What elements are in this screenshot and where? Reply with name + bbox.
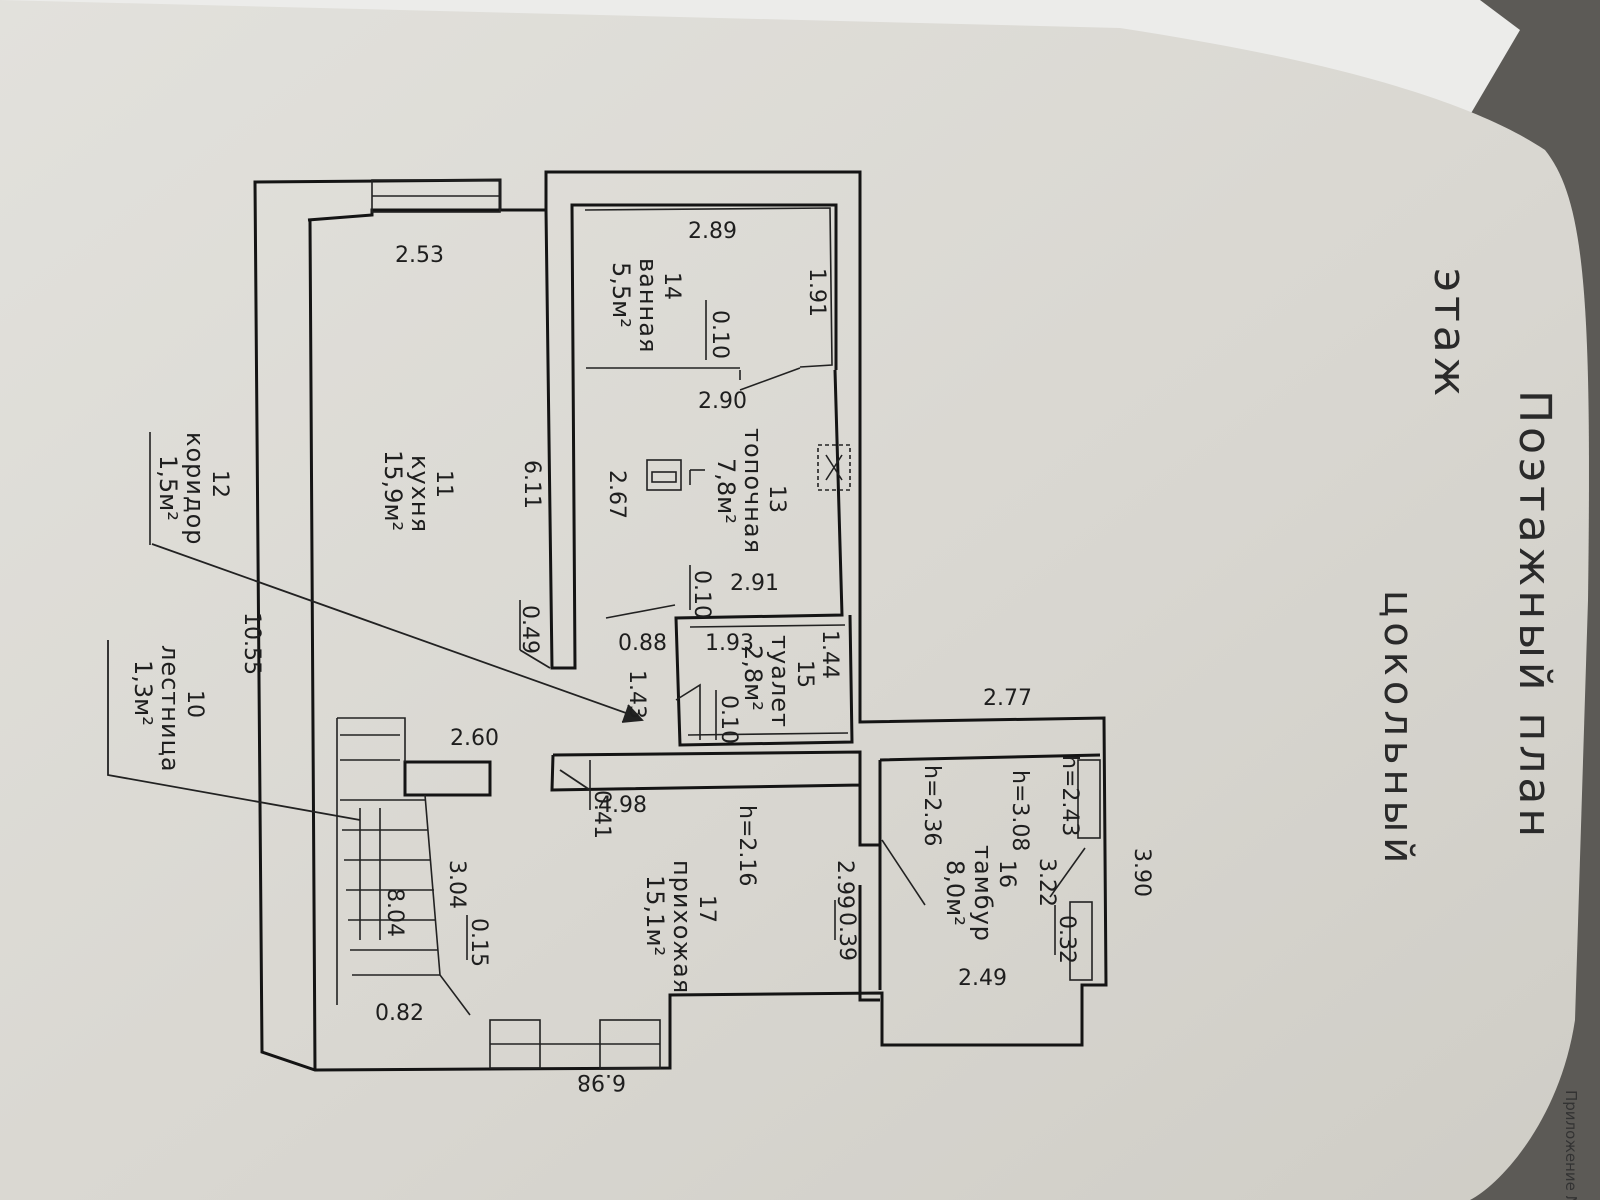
dim-2-91: 2.91 bbox=[730, 571, 779, 596]
door-vestibule bbox=[881, 839, 1086, 906]
dim-3-22: 3.22 bbox=[1034, 858, 1059, 907]
room-11-name: кухня bbox=[406, 455, 434, 533]
room-14-area: 5,5м² bbox=[607, 262, 635, 328]
dim-2-89: 2.89 bbox=[688, 219, 737, 244]
dim-h-3-08: h=3.08 bbox=[1007, 770, 1032, 851]
door-bathroom bbox=[739, 367, 801, 391]
room-labels: 10 лестница 1,3м² 11 кухня 15,9м² 12 кор… bbox=[129, 258, 1019, 994]
dim-10-55: 10.55 bbox=[239, 612, 264, 675]
room-16-name: тамбур bbox=[969, 845, 997, 942]
appendix-label: Приложение № bbox=[1562, 1090, 1580, 1200]
room-16-area: 8,0м² bbox=[941, 860, 969, 926]
room-17-area: 15,1м² bbox=[641, 875, 669, 956]
dim-h-2-43: h=2.43 bbox=[1057, 755, 1082, 836]
dim-3-04: 3.04 bbox=[444, 860, 469, 909]
dim-0-41: 0.41 bbox=[589, 790, 614, 839]
dim-1-44: 1.44 bbox=[817, 630, 842, 679]
stair-wall bbox=[403, 760, 492, 797]
dim-0-32: 0.32 bbox=[1054, 915, 1079, 964]
leader-kitchen-tick bbox=[519, 649, 551, 669]
room-14-name: ванная bbox=[634, 258, 662, 353]
partition-wall-toilet bbox=[674, 369, 854, 747]
boiler-box-icon bbox=[817, 444, 851, 491]
room-17-number: 17 bbox=[694, 895, 719, 923]
dim-6-11: 6.11 bbox=[519, 460, 544, 509]
room-11-number: 11 bbox=[431, 470, 456, 498]
dim-6-98: 6.98 bbox=[577, 1069, 626, 1094]
door-toilet bbox=[675, 683, 701, 740]
dim-0-10-bath: 0.10 bbox=[707, 310, 732, 359]
corridor-wall bbox=[550, 750, 882, 847]
dim-2-67: 2.67 bbox=[604, 470, 629, 519]
dim-1-91: 1.91 bbox=[804, 268, 829, 317]
dim-2-99: 2.99 bbox=[832, 860, 857, 909]
dim-2-60: 2.60 bbox=[450, 726, 499, 751]
dim-0-10-toilet: 0.10 bbox=[716, 695, 741, 744]
dim-4-98: 4.98 bbox=[598, 793, 647, 818]
leader-lines bbox=[107, 543, 644, 821]
room-12-name: коридор bbox=[181, 432, 209, 546]
room-16-number: 16 bbox=[994, 860, 1019, 888]
window-right bbox=[1069, 759, 1101, 981]
dim-3-90: 3.90 bbox=[1129, 848, 1154, 897]
stair-treads bbox=[340, 734, 440, 976]
room-15-number: 15 bbox=[792, 660, 817, 688]
room-10-area: 1,3м² bbox=[129, 660, 157, 726]
dim-0-10-boiler: 0.10 bbox=[689, 570, 714, 619]
vestibule-walls bbox=[858, 753, 1101, 1002]
dim-2-53: 2.53 bbox=[395, 243, 444, 268]
room-12-area: 1,5м² bbox=[154, 455, 182, 521]
partition-wall-kitchen bbox=[544, 203, 838, 670]
dim-2-77: 2.77 bbox=[983, 686, 1032, 711]
room-13-area: 7,8м² bbox=[712, 458, 740, 524]
dim-0-88: 0.88 bbox=[618, 631, 667, 656]
plan-title-floor: этаж bbox=[1424, 268, 1475, 400]
room-13-number: 13 bbox=[764, 485, 789, 513]
plan-title-block: Поэтажный план этаж цокольный Приложение… bbox=[1375, 268, 1580, 1200]
window-bottom bbox=[489, 1019, 661, 1069]
room-15-name: туалет bbox=[766, 635, 794, 728]
dim-h-2-16: h=2.16 bbox=[734, 805, 759, 886]
walls bbox=[107, 170, 1108, 1072]
dim-0-49: 0.49 bbox=[517, 605, 542, 654]
room-12-number: 12 bbox=[207, 470, 232, 498]
dimension-labels: 2.53 2.89 1.91 0.10 2.90 6.11 2.67 2.91 … bbox=[239, 219, 1154, 1094]
dim-0-39: 0.39 bbox=[834, 912, 859, 961]
bathroom-walls bbox=[584, 207, 833, 369]
toilet-inner bbox=[687, 624, 849, 736]
dim-1-43: 1.43 bbox=[624, 670, 649, 719]
leader-stairs bbox=[107, 640, 361, 821]
leader-corridor bbox=[151, 543, 641, 719]
room-11-area: 15,9м² bbox=[379, 450, 407, 531]
leader-hall-tick bbox=[559, 769, 591, 791]
dim-h-2-36: h=2.36 bbox=[919, 765, 944, 846]
room-14-number: 14 bbox=[659, 272, 684, 300]
dim-1-93: 1.93 bbox=[705, 631, 754, 656]
dim-0-82: 0.82 bbox=[375, 1001, 424, 1026]
dim-0-15: 0.15 bbox=[466, 918, 491, 967]
room-17-name: прихожая bbox=[668, 860, 696, 994]
boiler-icon bbox=[646, 459, 705, 491]
plan-title: Поэтажный план bbox=[1509, 390, 1560, 841]
plan-title-floor-type: цокольный bbox=[1375, 590, 1421, 868]
room-10-name: лестница bbox=[156, 645, 184, 773]
dim-2-90: 2.90 bbox=[698, 389, 747, 414]
dim-8-04: 8.04 bbox=[382, 888, 407, 937]
room-13-name: топочная bbox=[739, 428, 767, 554]
room-10-number: 10 bbox=[182, 690, 207, 718]
dimension-rules bbox=[149, 300, 1056, 960]
dim-2-49: 2.49 bbox=[958, 966, 1007, 991]
leader-corridor-arrow bbox=[621, 704, 644, 723]
room-15-area: 2,8м² bbox=[739, 645, 767, 711]
door-boiler bbox=[605, 604, 676, 619]
